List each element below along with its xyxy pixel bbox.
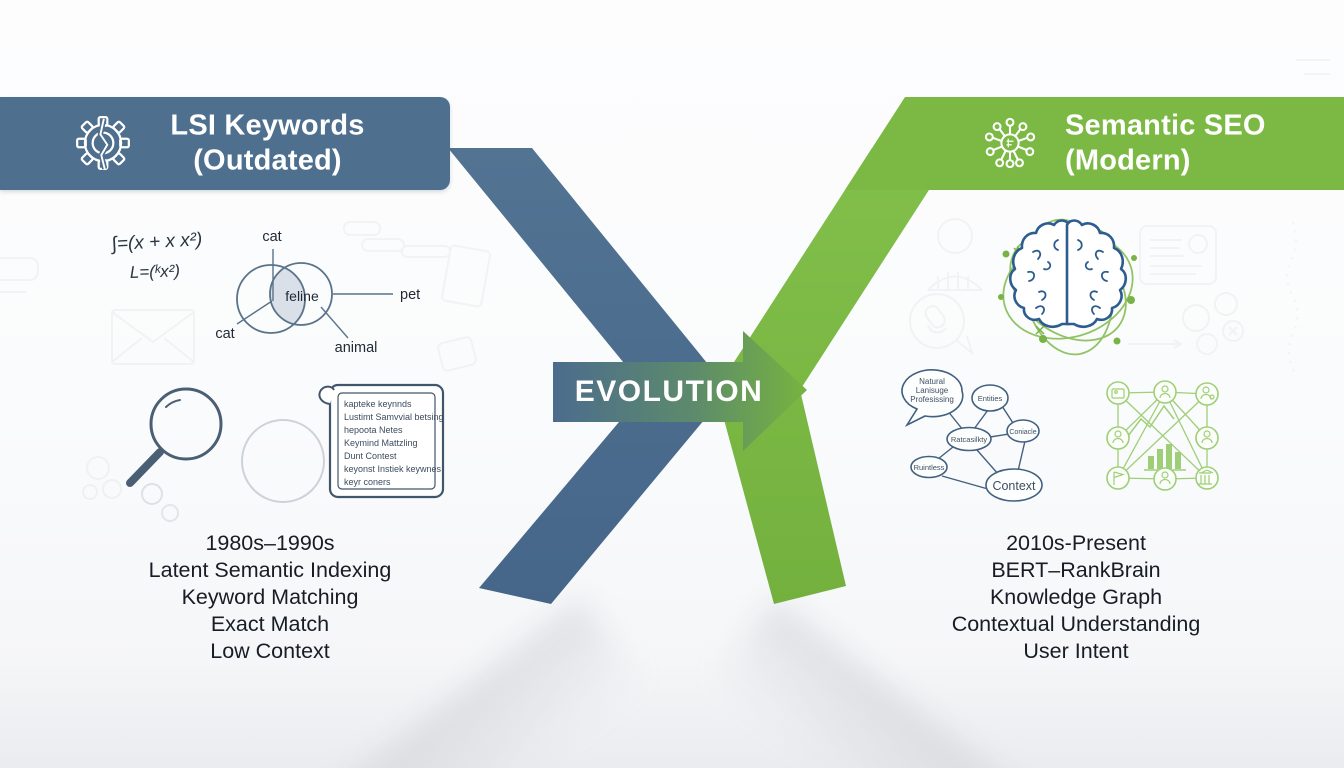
right-header-banner: Semantic SEO (Modern) <box>845 97 1344 190</box>
keyword-scroll-text: kapteke keynnds Lustimt Samvvial betsing… <box>344 399 444 487</box>
svg-text:Entities: Entities <box>978 394 1003 403</box>
broken-gear-icon <box>76 116 130 170</box>
venn-label-cat-left: cat <box>215 326 234 342</box>
fact-item: Knowledge Graph <box>989 585 1163 609</box>
evolution-arrow-label: EVOLUTION <box>574 374 764 408</box>
fact-item: Latent Semantic Indexing <box>148 558 392 582</box>
keyword-scroll: kapteke keynnds Lustimt Samvvial betsing… <box>318 383 445 499</box>
svg-text:Ratcasilkty: Ratcasilkty <box>951 435 988 444</box>
svg-text:Lustimt Samvvial betsing: Lustimt Samvvial betsing <box>344 412 444 422</box>
lsi-formulas: ∫=(x + x x²) L=(ᵏx²) <box>110 229 203 282</box>
left-header-banner: LSI Keywords (Outdated) <box>0 97 450 190</box>
green-chevron-band <box>716 148 956 604</box>
brain-folds <box>1027 239 1109 315</box>
svg-text:Coniacle: Coniacle <box>1009 429 1036 436</box>
person-watermark-icon <box>927 218 983 291</box>
bottom-fade <box>0 658 1344 768</box>
nlp-diagram: Natural Lanisuge Profesissing Entities C… <box>901 369 1043 502</box>
person-icon <box>1159 471 1171 485</box>
nlp-node-right <box>1006 419 1040 443</box>
person-icon <box>1201 430 1213 444</box>
svg-text:Profesissing: Profesissing <box>910 395 954 404</box>
building-icon <box>1198 469 1214 485</box>
svg-text:L=(ᵏx²): L=(ᵏx²) <box>129 261 180 282</box>
person-gear-icon <box>1200 386 1215 400</box>
svg-text:Lanisuge: Lanisuge <box>916 386 949 395</box>
fact-era: 1980s–1990s <box>205 531 335 555</box>
svg-text:Context: Context <box>992 479 1036 493</box>
brain-icon <box>1008 219 1128 329</box>
fact-item: Low Context <box>210 639 330 663</box>
document-watermark-icon <box>1139 225 1217 285</box>
venn-label-animal: animal <box>335 340 378 356</box>
nlp-node-context <box>985 468 1043 502</box>
neural-network-icon <box>984 117 1036 169</box>
fact-item: User Intent <box>1023 639 1129 663</box>
svg-text:∫=(x + x x²): ∫=(x + x x²) <box>110 229 203 255</box>
nlp-node-left <box>910 455 948 479</box>
graph-node-glyphs <box>1111 385 1215 485</box>
person-icon <box>1159 385 1171 399</box>
fact-item: Contextual Understanding <box>951 612 1201 636</box>
svg-text:Dunt Contest: Dunt Contest <box>344 451 397 461</box>
knowledge-graph <box>1106 380 1219 491</box>
person-icon <box>1112 430 1124 444</box>
picture-icon <box>1111 388 1125 399</box>
left-header-title: LSI Keywords (Outdated) <box>170 109 365 177</box>
svg-text:kapteke keynnds: kapteke keynnds <box>344 399 412 409</box>
fact-item: Keyword Matching <box>181 585 359 609</box>
svg-text:keyr coners: keyr coners <box>344 477 391 487</box>
watermark-doodles <box>0 59 1330 500</box>
magnifier-icon <box>126 387 325 522</box>
right-header-title: Semantic SEO (Modern) <box>1065 109 1266 177</box>
svg-text:keyonst Instiek keywnes: keyonst Instiek keywnes <box>344 464 442 474</box>
envelope-watermark-icon <box>111 309 195 365</box>
nlp-speech-bubble <box>901 369 964 427</box>
venn-label-cat-top: cat <box>262 229 281 245</box>
voice-search-watermark-icon <box>909 293 974 356</box>
venn-label-feline: feline <box>285 288 319 304</box>
venn-intersection <box>270 265 305 325</box>
svg-text:Ruintless: Ruintless <box>914 463 945 472</box>
nlp-node-center <box>946 426 992 452</box>
share-cluster-watermark-icon <box>1128 292 1244 355</box>
venn-label-pet: pet <box>400 287 420 303</box>
fact-item: Exact Match <box>210 612 330 636</box>
svg-text:hepoota Netes: hepoota Netes <box>344 425 403 435</box>
evolution-arrow <box>553 331 807 451</box>
fact-era: 2010s-Present <box>1006 531 1146 555</box>
svg-text:Keymind Mattzling: Keymind Mattzling <box>344 438 418 448</box>
venn-diagram: cat cat pet animal feline <box>215 229 420 356</box>
nlp-node-entities <box>971 384 1009 412</box>
svg-text:Natural: Natural <box>919 377 945 386</box>
semantic-brain <box>998 218 1137 356</box>
semantic-facts-list: 2010s-Present BERT–RankBrain Knowledge G… <box>876 530 1276 665</box>
fact-item: BERT–RankBrain <box>991 558 1161 582</box>
flag-icon <box>1113 471 1126 485</box>
lsi-facts-list: 1980s–1990s Latent Semantic Indexing Key… <box>85 530 455 665</box>
